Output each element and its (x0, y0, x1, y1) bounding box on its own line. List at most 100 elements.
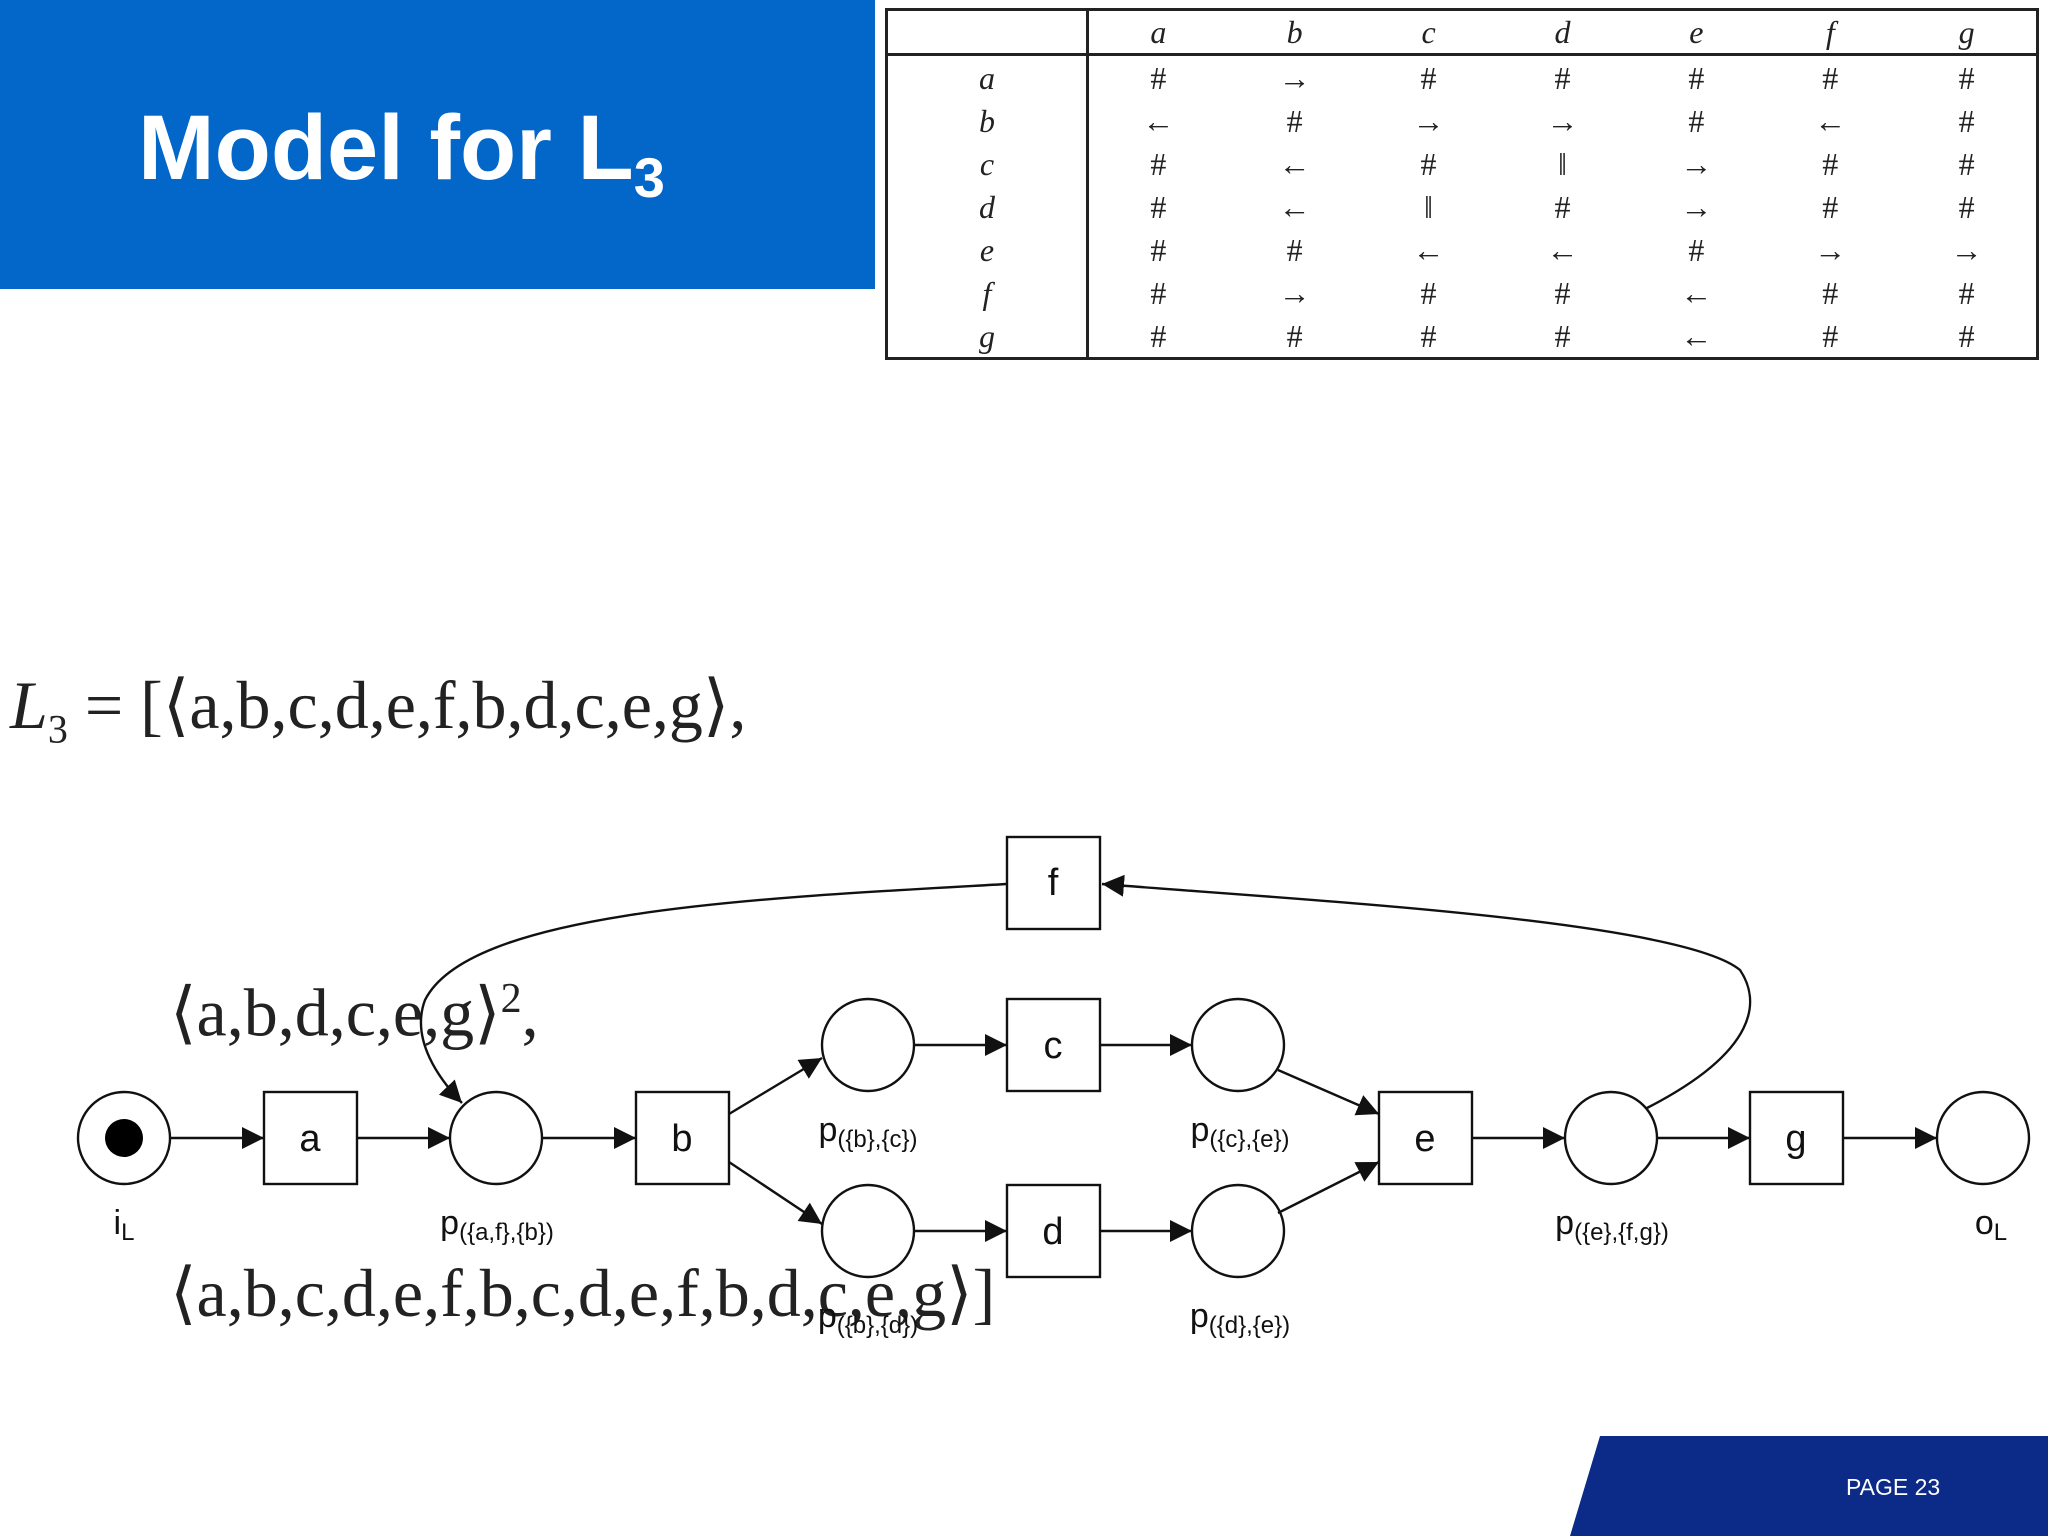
relation-cell: # (1286, 317, 1303, 354)
row-header-a: a (886, 54, 1089, 99)
row-header-c: c (886, 142, 1089, 185)
column-header-g: g (1897, 9, 2038, 56)
trace-2: ⟨a,b,d,c,e,g⟩ (170, 974, 501, 1051)
relation-cell: # (1688, 102, 1705, 139)
relation-cell: # (1958, 145, 1975, 182)
transition-f-box (1005, 835, 1102, 931)
relation-cell: ← (1546, 231, 1579, 268)
trace-2-comma: , (521, 974, 539, 1051)
relation-cell: ← (1412, 231, 1445, 268)
row-header-g: g (886, 314, 1089, 359)
relation-cell: → (1950, 231, 1983, 268)
relation-cell: # (1822, 188, 1839, 225)
column-header-a: a (1087, 9, 1228, 56)
relation-cell: ‖ (1424, 188, 1434, 225)
relation-cell: # (1420, 59, 1437, 96)
formula-line-1: L3 = [⟨a,b,c,d,e,f,b,d,c,e,g⟩, (10, 656, 995, 754)
transition-c-box (1005, 997, 1102, 1093)
place-label-start: iL (114, 1204, 135, 1246)
title-banner (0, 0, 875, 289)
arc-p4-e (1277, 1068, 1380, 1116)
place-p-b-d (820, 1183, 916, 1279)
transition-f-label: f (1048, 862, 1059, 904)
table-row: g####←## (886, 314, 2038, 359)
arc-f-p1 (419, 882, 1008, 1104)
place-label-end: oL (1975, 1204, 2007, 1246)
transition-a-box (262, 1090, 359, 1186)
table-row: f#→##←## (886, 271, 2038, 314)
relation-cell: # (1822, 317, 1839, 354)
row-header-e: e (886, 228, 1089, 271)
place-p-b-c (820, 997, 916, 1093)
relation-cell: # (1150, 274, 1167, 311)
relation-cell: ‖ (1557, 145, 1567, 182)
slide-title-text: Model for L (138, 97, 634, 199)
relation-cell: → (1814, 231, 1847, 268)
relation-cell: ← (1278, 145, 1311, 182)
transition-c-label: c (1044, 1025, 1063, 1067)
relation-cell: → (1546, 102, 1579, 139)
footer-band (1570, 1436, 2048, 1536)
row-header-b: b (886, 99, 1089, 142)
token (105, 1119, 143, 1157)
trace-3: ⟨a,b,c,d,e,f,b,c,d,e,f,b,d,c,e,g⟩] (170, 1255, 996, 1331)
relation-cell: # (1688, 59, 1705, 96)
relation-cell: # (1688, 231, 1705, 268)
relation-cell: # (1286, 231, 1303, 268)
column-header-e: e (1629, 9, 1764, 56)
place-label-p-af-b: p({a,f},{b}) (440, 1204, 554, 1246)
trace-2-multiplicity: 2 (500, 976, 522, 1022)
relation-cell: # (1420, 145, 1437, 182)
relation-cell: # (1420, 317, 1437, 354)
table-corner (886, 9, 1089, 56)
row-header-f: f (886, 271, 1089, 314)
relation-cell: # (1958, 59, 1975, 96)
relation-cell: ← (1142, 102, 1175, 139)
relation-cell: → (1412, 102, 1445, 139)
page-number: PAGE 23 (1846, 1474, 1941, 1500)
relation-cell: # (1286, 102, 1303, 139)
transition-e-box (1377, 1090, 1474, 1186)
place-p-c-e (1190, 997, 1286, 1093)
transition-e-label: e (1414, 1118, 1435, 1160)
log-name-subscript: 3 (47, 706, 68, 752)
relation-cell: # (1822, 274, 1839, 311)
column-header-c: c (1361, 9, 1496, 56)
relation-cell: # (1822, 59, 1839, 96)
transition-b-label: b (671, 1118, 692, 1160)
relation-cell: # (1958, 188, 1975, 225)
relation-cell: ← (1680, 317, 1713, 354)
arc-b-p2 (728, 1056, 823, 1116)
relation-cell: # (1958, 274, 1975, 311)
place-label-p-b-c: p({b},{c}) (819, 1111, 918, 1153)
relation-cell: ← (1278, 188, 1311, 225)
column-header-b: b (1227, 9, 1362, 56)
trace-1: = [⟨a,b,c,d,e,f,b,d,c,e,g⟩, (67, 667, 747, 743)
relation-cell: # (1150, 145, 1167, 182)
relation-cell: # (1554, 188, 1571, 225)
slide-title: Model for L3 (138, 102, 665, 206)
column-header-d: d (1495, 9, 1630, 56)
transition-d-box (1005, 1183, 1102, 1279)
table-row: d # ← ‖ # → # # (886, 185, 2038, 228)
column-header-f: f (1763, 9, 1898, 56)
arc-p5-e (1277, 1160, 1380, 1215)
row-header-d: d (886, 185, 1089, 228)
relation-cell: → (1278, 59, 1311, 96)
formula-line-2: ⟨a,b,d,c,e,g⟩2, (10, 950, 995, 1051)
relation-cell: # (1150, 59, 1167, 96)
transition-g-label: g (1785, 1118, 1806, 1160)
relation-cell: → (1680, 188, 1713, 225)
relation-cell: # (1554, 59, 1571, 96)
table-row: a # → # # # # # (886, 54, 2038, 99)
table-row: b←#→→#←# (886, 99, 2038, 142)
transition-b-box (634, 1090, 731, 1186)
relation-cell: # (1150, 317, 1167, 354)
place-label-p-c-e: p({c},{e}) (1191, 1111, 1290, 1153)
arc-b-p3 (728, 1161, 823, 1225)
relation-cell: # (1150, 188, 1167, 225)
place-p-d-e (1190, 1183, 1286, 1279)
formula-line-3: ⟨a,b,c,d,e,f,b,c,d,e,f,b,d,c,e,g⟩] (10, 1244, 995, 1342)
